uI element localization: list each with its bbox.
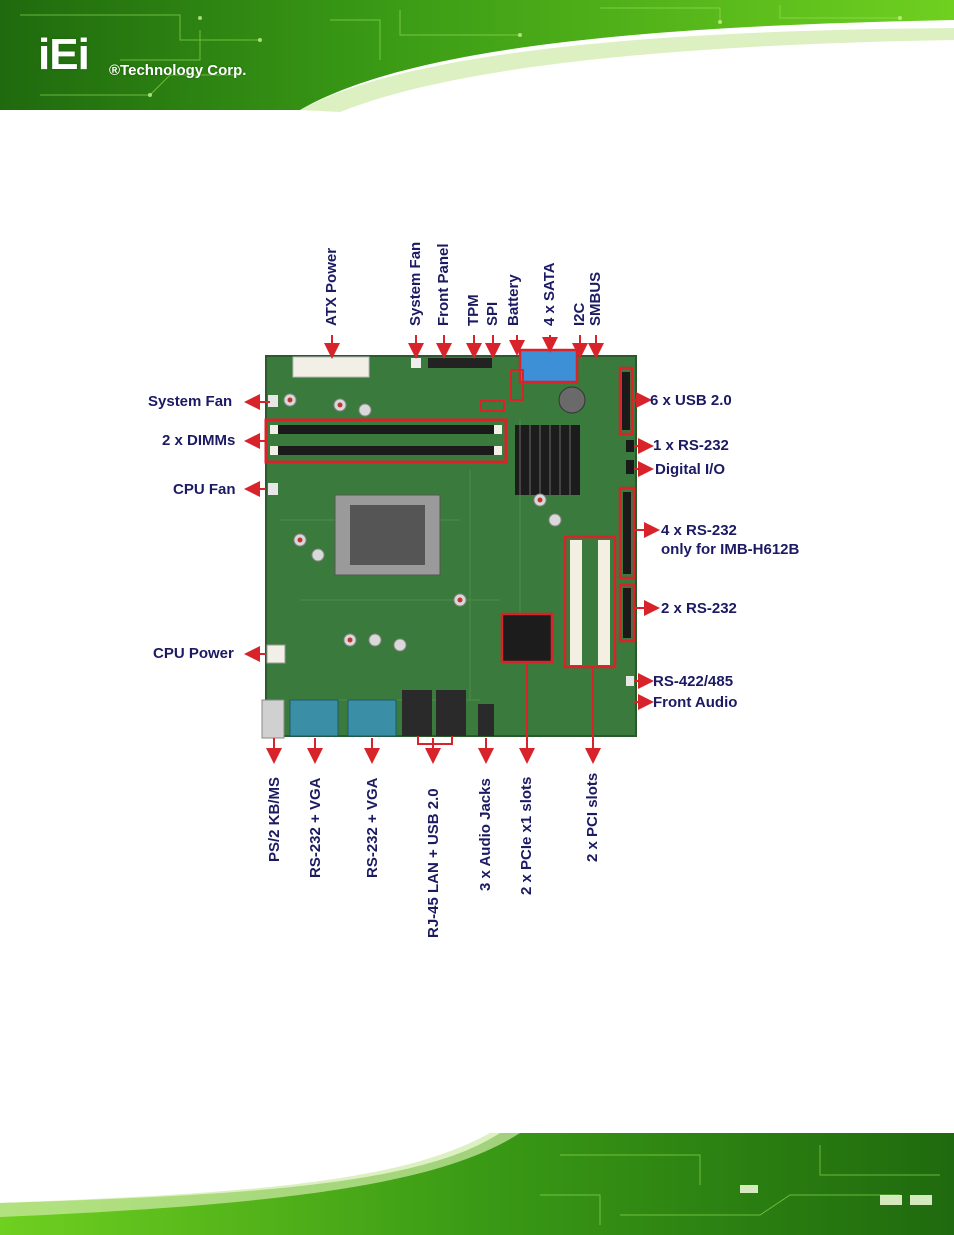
label-rs232-vga-2: RS-232 + VGA (364, 777, 381, 878)
label-rj45-lan-usb: RJ-45 LAN + USB 2.0 (425, 788, 442, 938)
rs232-4x-callout (618, 486, 636, 580)
atx-power-connector (292, 356, 370, 378)
footer-banner (0, 1133, 954, 1235)
pci-callout-box (563, 535, 617, 669)
label-1x-rs232: 1 x RS-232 (653, 437, 729, 454)
pcie-area-callout (502, 614, 552, 662)
label-2x-dimms: 2 x DIMMs (162, 432, 236, 449)
label-pci-slots: 2 x PCI slots (584, 772, 601, 862)
label-rs232-vga-1: RS-232 + VGA (307, 777, 324, 878)
lan-usb-port-2 (436, 690, 466, 736)
label-2x-rs232: 2 x RS-232 (661, 600, 737, 617)
label-system-fan-left: System Fan (148, 393, 233, 410)
digital-io-header (626, 460, 634, 474)
cpu-fan-header (268, 483, 278, 495)
label-cpu-fan: CPU Fan (173, 481, 236, 498)
label-system-fan-top: System Fan (407, 241, 424, 326)
label-rs422-485: RS-422/485 (653, 673, 734, 690)
label-pcie-slots: 2 x PCIe x1 slots (518, 776, 535, 895)
usb-header-callout (618, 366, 634, 436)
system-fan-header-top (411, 358, 421, 368)
sata-connectors (520, 350, 577, 382)
lan-bracket (417, 736, 453, 745)
label-atx-power: ATX Power (323, 247, 340, 326)
label-i2c: I2C (571, 302, 588, 326)
rs232-header-1 (626, 440, 634, 452)
header-banner (0, 0, 954, 112)
label-audio-jacks: 3 x Audio Jacks (477, 778, 494, 891)
label-ps2: PS/2 KB/MS (266, 776, 283, 862)
label-6x-usb: 6 x USB 2.0 (650, 392, 732, 409)
battery (558, 386, 586, 414)
label-spi: SPI (484, 301, 501, 326)
label-digital-io: Digital I/O (655, 461, 726, 478)
rs422-header (626, 676, 634, 686)
vga-rs232-port-1 (290, 700, 338, 736)
label-front-audio: Front Audio (653, 694, 738, 711)
label-front-panel: Front Panel (435, 243, 452, 326)
system-fan-header-left (268, 395, 278, 407)
pci-slot-2 (598, 540, 610, 665)
rs232-2x-callout (618, 583, 636, 643)
dimm-slot-1 (270, 425, 502, 434)
lan-usb-port-1 (402, 690, 432, 736)
audio-jacks (478, 704, 494, 736)
label-4x-sata: 4 x SATA (541, 262, 558, 326)
cpu-power-connector (266, 644, 286, 664)
dimm-slot-2 (270, 446, 502, 455)
label-tpm: TPM (465, 294, 482, 326)
label-battery: Battery (505, 274, 522, 326)
logo-company-name: ®Technology Corp. (109, 62, 247, 79)
pci-slot-1 (570, 540, 582, 665)
front-panel-header (428, 358, 492, 368)
ps2-port (261, 699, 285, 739)
label-4x-rs232: 4 x RS-232 (661, 522, 737, 539)
vga-rs232-port-2 (348, 700, 396, 736)
battery-callout-box (510, 369, 524, 401)
spi-highlight (480, 400, 505, 412)
logo-mark: iEi (38, 30, 90, 79)
label-cpu-power: CPU Power (153, 645, 234, 662)
label-only-for-imb: only for IMB-H612B (661, 541, 800, 558)
label-smbus: SMBUS (587, 271, 604, 326)
